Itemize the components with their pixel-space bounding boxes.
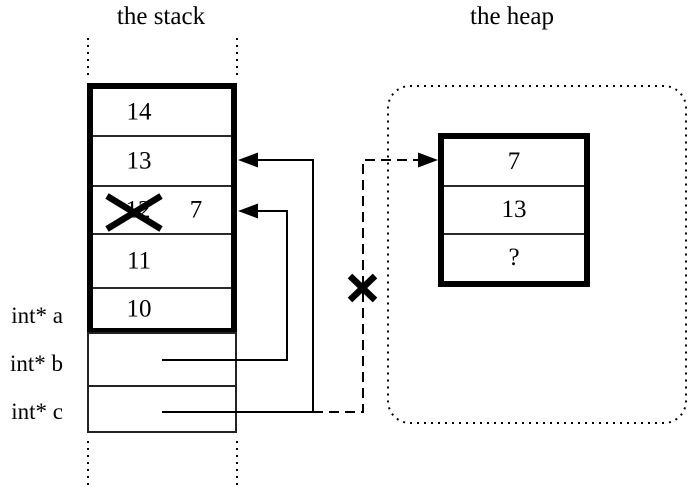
- stack-cell-4-value: 10: [126, 295, 152, 322]
- heap-cell-1-value: 13: [501, 196, 527, 223]
- heap-cell-2-value: ?: [508, 244, 520, 271]
- stack-cell-1-value: 13: [126, 147, 152, 175]
- pointer-c-arrowhead-icon: [238, 152, 258, 168]
- stack-cell-4: 10: [93, 287, 231, 328]
- stack-cell-3-value: 11: [126, 247, 152, 275]
- stack-cell-2-overwritten: 12 7: [93, 185, 231, 233]
- stack-array-box: 14 13 12 7 11 10: [87, 83, 237, 334]
- pointer-cell-b: [89, 334, 235, 387]
- crossed-out-old-value: 12: [125, 196, 151, 224]
- invalid-pointer-x-icon: [347, 273, 378, 303]
- pointer-label-a: int* a: [11, 303, 63, 328]
- pointer-variable-cells: [87, 332, 237, 433]
- heap-cell-1: 13: [444, 185, 584, 233]
- heap-title: the heap: [470, 3, 554, 30]
- stack-cell-1: 13: [93, 135, 231, 185]
- pointer-label-c: int* c: [11, 399, 63, 424]
- stack-cell-3: 11: [93, 233, 231, 287]
- heap-cell-0: 7: [444, 139, 584, 185]
- heap-array-box: 7 13 ?: [438, 133, 590, 287]
- pointer-cell-c: [89, 387, 235, 431]
- heap-cell-0-value: 7: [507, 148, 521, 175]
- updated-new-value: 7: [189, 196, 203, 224]
- stack-title: the stack: [116, 3, 206, 30]
- stack-cell-0: 14: [93, 89, 231, 135]
- stack-cell-0-value: 14: [126, 98, 152, 126]
- heap-cell-2: ?: [444, 233, 584, 281]
- dangling-pointer-arrowhead-icon: [418, 152, 438, 168]
- pointer-b-arrowhead-icon: [238, 203, 258, 219]
- dangling-pointer-dashed-line: [313, 159, 419, 413]
- pointer-label-b: int* b: [9, 351, 63, 376]
